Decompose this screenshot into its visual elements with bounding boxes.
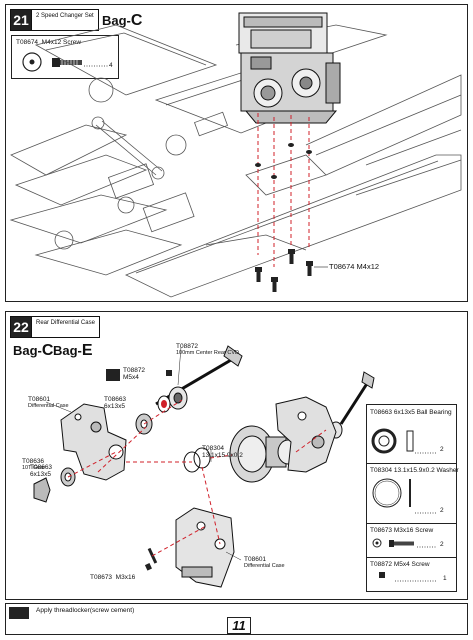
- screw-qty: 4: [109, 62, 113, 69]
- washer-part-number: T08304: [202, 445, 225, 452]
- screw-part-label: T08674 M4x12 Screw: [16, 39, 81, 46]
- m3-screw-callout: T08673 M3x16: [90, 574, 135, 581]
- bearing-left-callout: T08663 6x13x5: [30, 464, 52, 478]
- bag-label: Bag-C: [102, 12, 142, 30]
- page-number: 11: [227, 617, 251, 634]
- screw-part-desc: M4x12 Screw: [41, 39, 82, 46]
- bearing-part-desc: 6x13x5: [104, 403, 125, 410]
- m5-screw-callout: T08872 M5x4: [123, 367, 145, 381]
- case-left-callout: T08601 Differential Case: [28, 396, 69, 410]
- cvd-callout: T08872 100mm Center Rear CVD: [176, 343, 239, 357]
- screw-icon: [22, 52, 108, 72]
- gear-callout: T08636 10T Gear: [22, 458, 45, 472]
- washer-part-desc: 13.1x15.9x0.2: [202, 452, 243, 459]
- bearing-part-number: T08663: [30, 464, 53, 471]
- differential-illustration: [33, 345, 375, 588]
- m3-part-number: T08673: [90, 574, 113, 581]
- gear-part-number: T08636: [22, 458, 45, 465]
- step-21-panel: 21 2 Speed Changer Set Bag-C T08674 M4x1…: [5, 4, 468, 302]
- screw-part-box: T08674 M4x12 Screw 4: [11, 35, 119, 79]
- case-part-desc: Differential Case: [28, 403, 69, 409]
- step-title: Rear Differential Case: [32, 316, 100, 338]
- legend-qty-bearing: 2: [440, 446, 444, 453]
- case-part-number: T08601: [28, 396, 51, 403]
- chassis-illustration: [9, 12, 462, 298]
- legend-qty-washer: 2: [440, 507, 444, 514]
- bag-prefix: Bag-: [102, 13, 131, 28]
- screw-part-number: T08674: [16, 39, 39, 46]
- legend-title-washer: T08304 13.1x15.9x0.2 Washer: [370, 467, 459, 474]
- bag-prefix: Bag-: [53, 343, 82, 358]
- legend-divider: [367, 523, 456, 524]
- bag-letter: C: [41, 342, 54, 359]
- screw-callout: T08674 M4x12: [329, 262, 380, 271]
- case-part-desc: Differential Case: [244, 563, 285, 569]
- legend-divider: [367, 463, 456, 464]
- step-number: 21: [10, 9, 32, 31]
- threadlocker-icon: [9, 607, 29, 619]
- bag-label-c: Bag-C: [13, 342, 53, 360]
- bearing-top-callout: T08663 6x13x5: [104, 396, 126, 410]
- washer-callout: T08304 13.1x15.9x0.2: [202, 445, 243, 459]
- case-bottom-callout: T08601 Differential Case: [244, 556, 285, 570]
- legend-qty-m5: 1: [443, 575, 447, 582]
- bag-letter: C: [130, 12, 143, 29]
- gear-part-desc: 10T Gear: [22, 465, 46, 471]
- cvd-part-desc: 100mm Center Rear CVD: [176, 350, 239, 356]
- bag-letter: E: [81, 342, 93, 359]
- footer-note: Apply threadlocker(screw cement): [5, 603, 468, 635]
- parts-legend: T08663 6x13x5 Ball Bearing 2 T08304 13.1…: [366, 404, 459, 592]
- legend-qty-m3: 2: [440, 541, 444, 548]
- bearing-part-desc: 6x13x5: [30, 471, 51, 478]
- bag-label-e: Bag-E: [53, 342, 93, 360]
- bearing-part-number: T08663: [104, 396, 127, 403]
- legend-divider: [367, 557, 456, 558]
- legend-title-m3: T08673 M3x16 Screw: [370, 527, 434, 534]
- step-number: 22: [10, 316, 32, 338]
- m5-part-desc: M5x4: [123, 374, 139, 381]
- legend-title-bearing: T08663 6x13x5 Ball Bearing: [370, 409, 452, 416]
- case-part-number: T08601: [244, 556, 267, 563]
- step-title: 2 Speed Changer Set: [32, 9, 99, 31]
- legend-title-m5: T08872 M5x4 Screw: [370, 561, 430, 568]
- step-22-panel: 22 Rear Differential Case Bag-C Bag-E: [5, 311, 468, 600]
- legend-icons: [371, 428, 437, 582]
- bag-prefix: Bag-: [13, 343, 42, 358]
- threadlocker-icon: [106, 369, 120, 381]
- cvd-part-number: T08872: [176, 343, 199, 350]
- m5-part-number: T08872: [123, 367, 146, 374]
- threadlocker-note: Apply threadlocker(screw cement): [36, 607, 135, 614]
- m3-part-desc: M3x16: [115, 574, 136, 581]
